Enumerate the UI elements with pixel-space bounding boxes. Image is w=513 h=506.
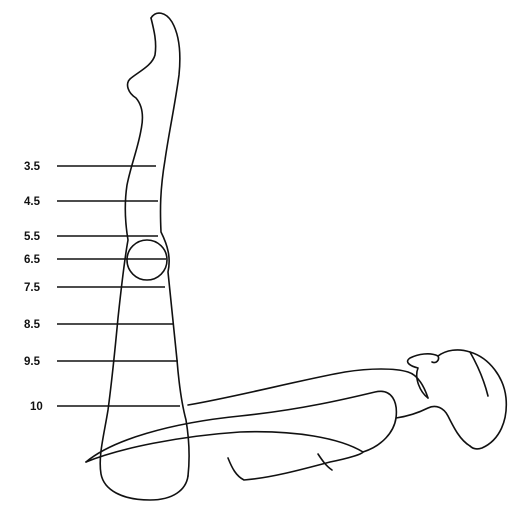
size-label: 10 [30, 401, 43, 413]
arm-inner-contour [86, 432, 363, 462]
face-detail [432, 356, 439, 363]
back-contour [188, 369, 428, 405]
size-marker-5-5: 5.5 [24, 231, 158, 243]
neck-contour [396, 406, 470, 446]
size-label: 9.5 [24, 356, 41, 368]
size-label: 4.5 [24, 196, 41, 208]
size-label: 7.5 [24, 282, 41, 294]
head-contour [408, 350, 507, 449]
arm-outer-contour [86, 391, 396, 462]
size-label: 5.5 [24, 231, 41, 243]
hairline-contour [470, 352, 488, 396]
size-marker-7-5: 7.5 [24, 282, 165, 294]
size-marker-6-5: 6.5 [24, 254, 166, 266]
size-marker-10: 10 [30, 401, 180, 413]
size-label: 8.5 [24, 319, 41, 331]
size-label: 6.5 [24, 254, 41, 266]
size-marker-4-5: 4.5 [24, 196, 158, 208]
size-marker-9-5: 9.5 [24, 356, 178, 368]
size-label: 3.5 [24, 161, 41, 173]
knee-circle-marker [127, 240, 167, 280]
size-marker-8-5: 8.5 [24, 319, 174, 331]
size-marker-3-5: 3.5 [24, 161, 156, 173]
lower-body-contour [228, 452, 363, 480]
